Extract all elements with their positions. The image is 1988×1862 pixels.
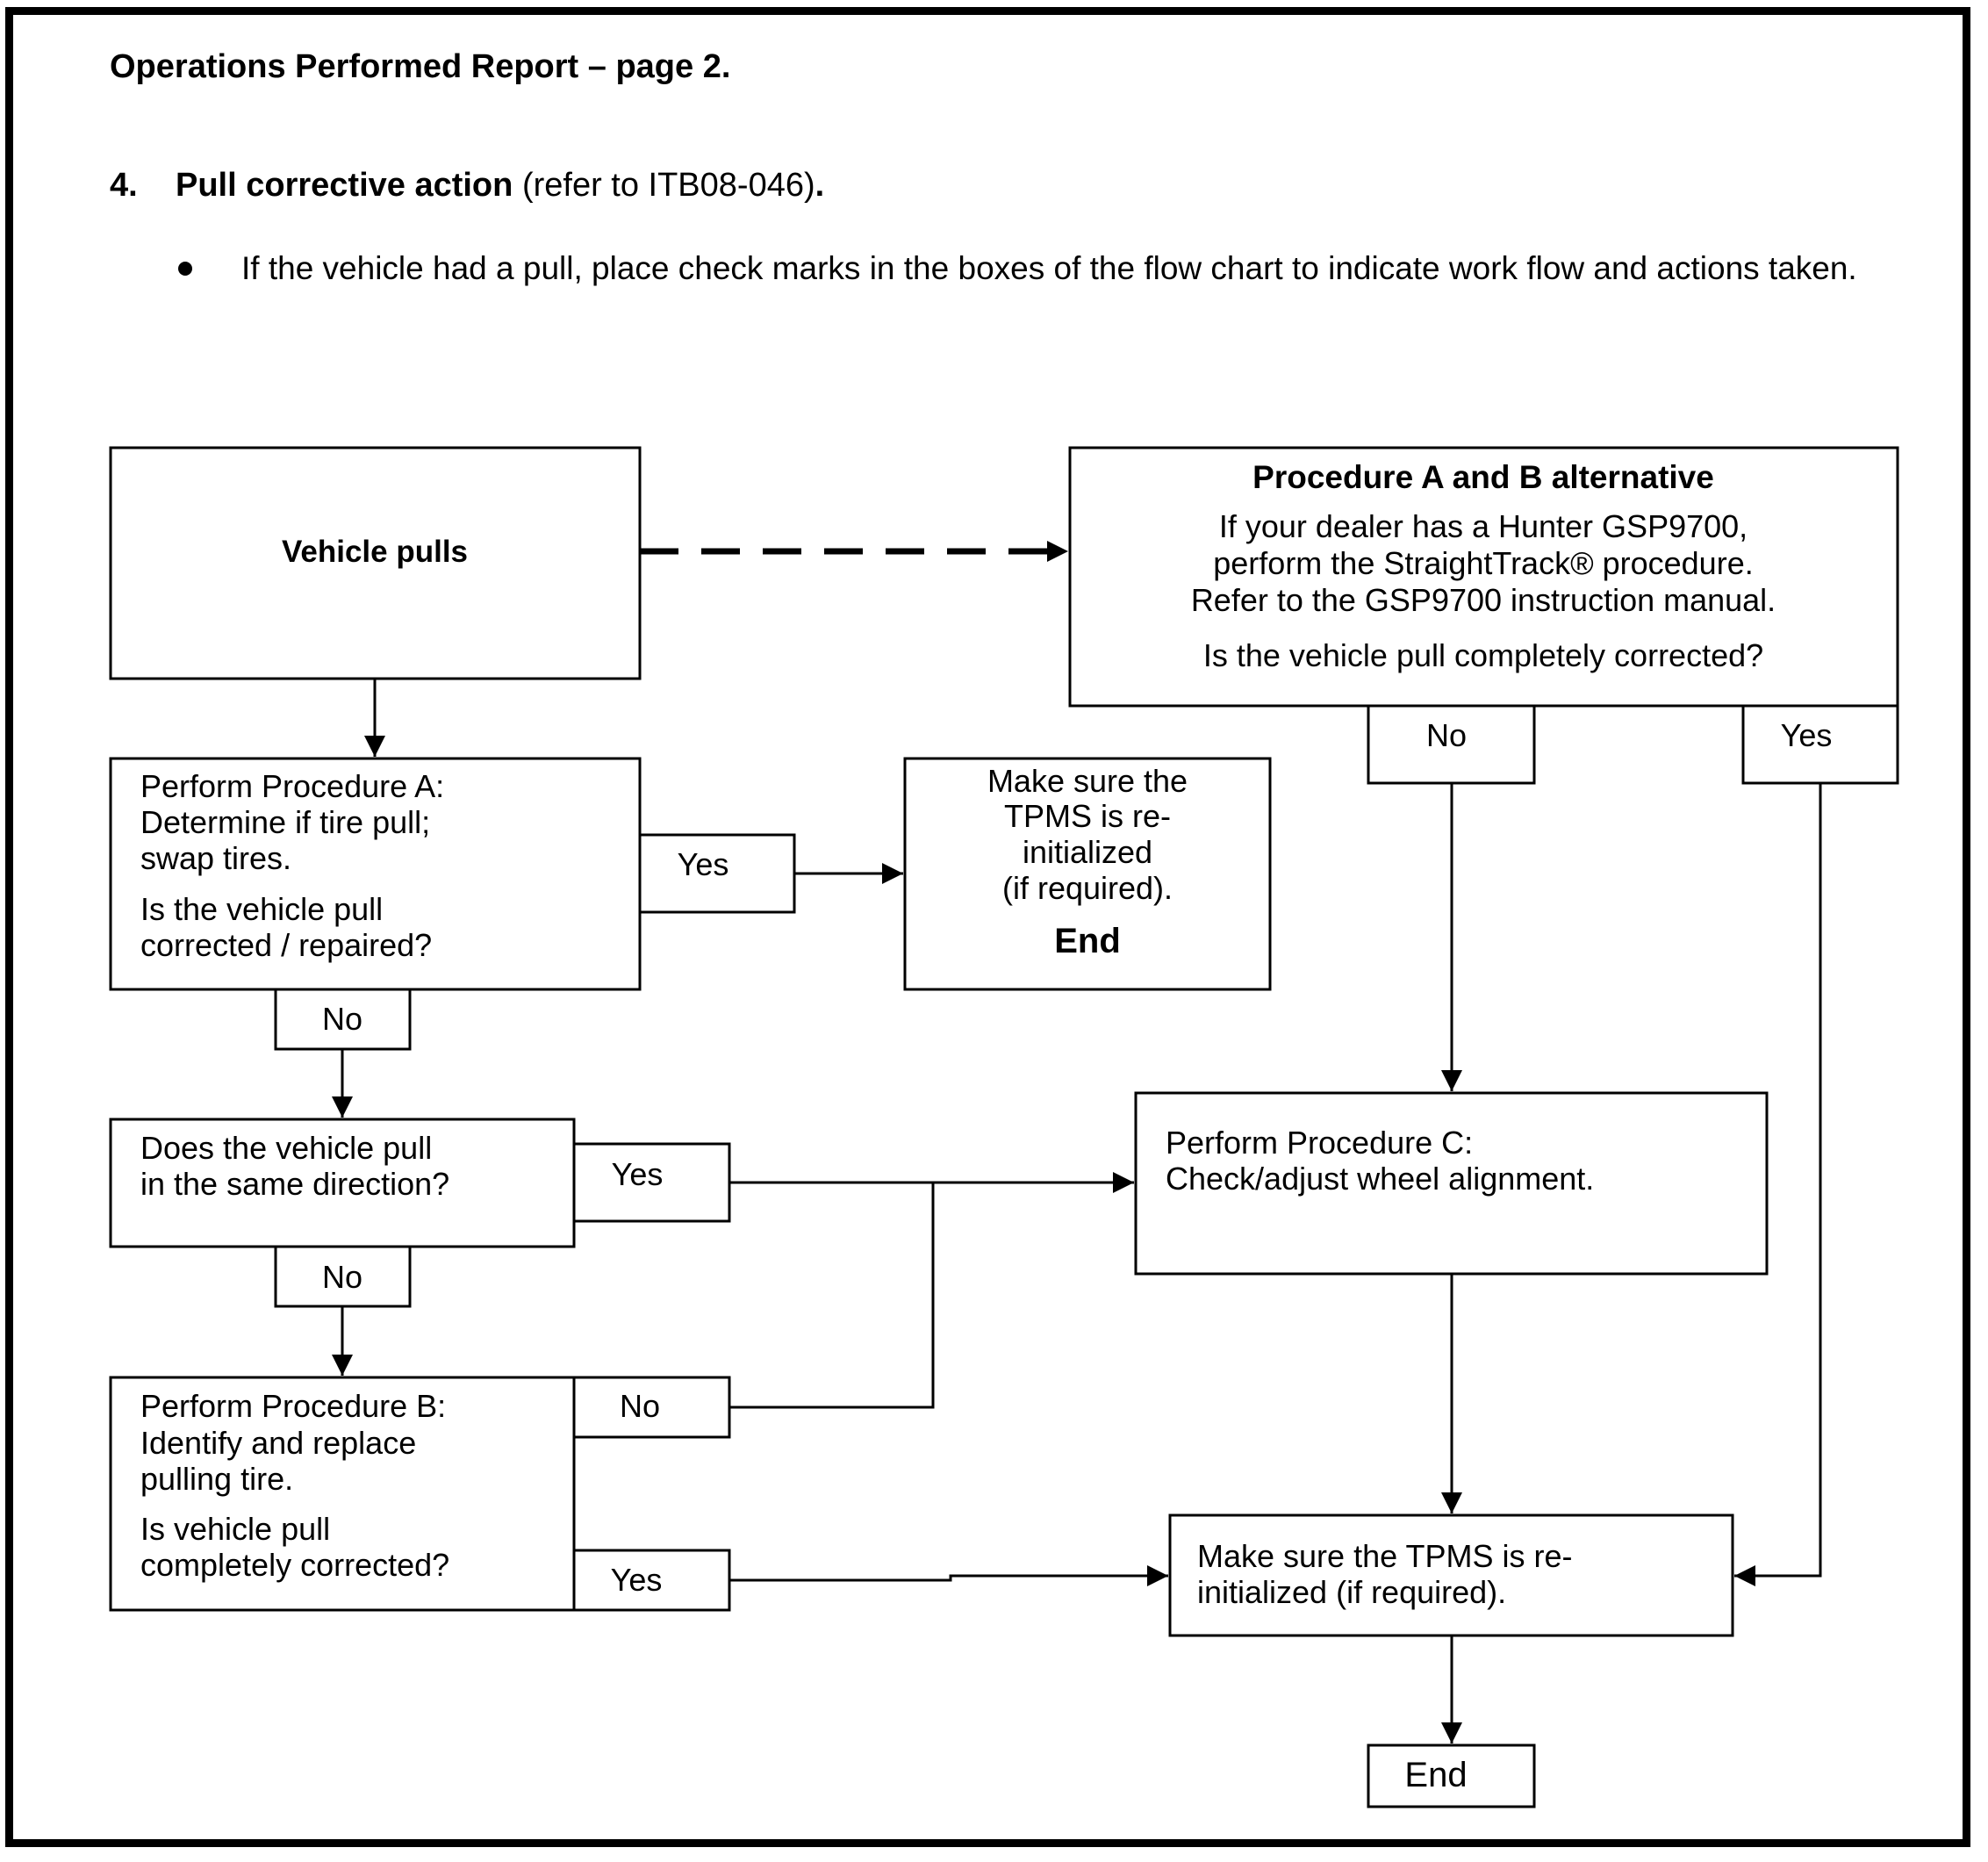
proc-a-question-2: corrected / repaired?	[140, 927, 432, 963]
proc-c-line-1: Perform Procedure C:	[1166, 1125, 1473, 1161]
proc-b-question-1: Is vehicle pull	[140, 1511, 330, 1547]
alt-title: Procedure A and B alternative	[1252, 459, 1714, 495]
alt-line-2: perform the StraightTrack® procedure.	[1213, 545, 1753, 581]
procedure-b-box	[109, 1376, 576, 1612]
end-label: End	[1404, 1756, 1467, 1794]
same-dir-line-1: Does the vehicle pull	[140, 1130, 432, 1166]
same-dir-yes-label: Yes	[612, 1156, 664, 1192]
vehicle-pulls-label: Vehicle pulls	[282, 535, 468, 569]
tpms-end-line-4: (if required).	[1002, 870, 1173, 906]
tpms-end-line-1: Make sure the	[987, 763, 1188, 799]
page-title: Operations Performed Report – page 2.	[110, 48, 731, 85]
section-end-punct: .	[815, 167, 825, 204]
alt-question: Is the vehicle pull completely corrected…	[1203, 637, 1763, 673]
proc-b-line-1: Perform Procedure B:	[140, 1388, 446, 1424]
tpms-end-box	[903, 757, 1272, 991]
proc-a-line-3: swap tires.	[140, 840, 291, 876]
proc-b-question-2: completely corrected?	[140, 1547, 449, 1583]
instruction-bullet: If the vehicle had a pull, place check m…	[241, 250, 1857, 286]
alt-yes-label: Yes	[1781, 717, 1833, 753]
section-number: 4.	[110, 167, 138, 204]
tpms-end-line-3: initialized	[1023, 834, 1152, 870]
section-heading: Pull corrective action	[176, 167, 513, 204]
proc-b-no-connector	[729, 1183, 935, 1409]
proc-c-line-2: Check/adjust wheel alignment.	[1166, 1161, 1594, 1197]
alt-line-1: If your dealer has a Hunter GSP9700,	[1219, 508, 1748, 544]
bullet-icon	[178, 262, 192, 276]
proc-a-question-1: Is the vehicle pull	[140, 891, 383, 927]
proc-a-no-label: No	[322, 1001, 362, 1037]
tpms-end-line-2: TPMS is re-	[1004, 798, 1171, 834]
end-box	[1367, 1743, 1536, 1808]
alt-line-3: Refer to the GSP9700 instruction manual.	[1191, 582, 1776, 618]
section-reference: (refer to ITB08-046)	[521, 167, 815, 204]
proc-b-line-3: pulling tire.	[140, 1461, 293, 1497]
section-heading-line: Pull corrective action (refer to ITB08-0…	[176, 167, 824, 205]
tpms-end-label: End	[1054, 922, 1121, 960]
proc-a-line-2: Determine if tire pull;	[140, 804, 430, 840]
same-dir-line-2: in the same direction?	[140, 1166, 449, 1202]
arrow-proc-b-yes-to-tpms	[729, 1565, 1168, 1586]
proc-b-yes-label: Yes	[611, 1562, 663, 1598]
same-dir-no-label: No	[322, 1259, 362, 1295]
proc-a-yes-label: Yes	[678, 846, 729, 882]
page-border	[5, 7, 1970, 1847]
proc-a-line-1: Perform Procedure A:	[140, 768, 444, 804]
arrow-alt-yes-to-tpms	[1734, 783, 1822, 1586]
proc-b-line-2: Identify and replace	[140, 1425, 416, 1461]
tpms-line-1: Make sure the TPMS is re-	[1197, 1538, 1572, 1574]
alt-no-label: No	[1426, 717, 1467, 753]
proc-b-no-label: No	[620, 1388, 660, 1424]
tpms-line-2: initialized (if required).	[1197, 1574, 1506, 1610]
